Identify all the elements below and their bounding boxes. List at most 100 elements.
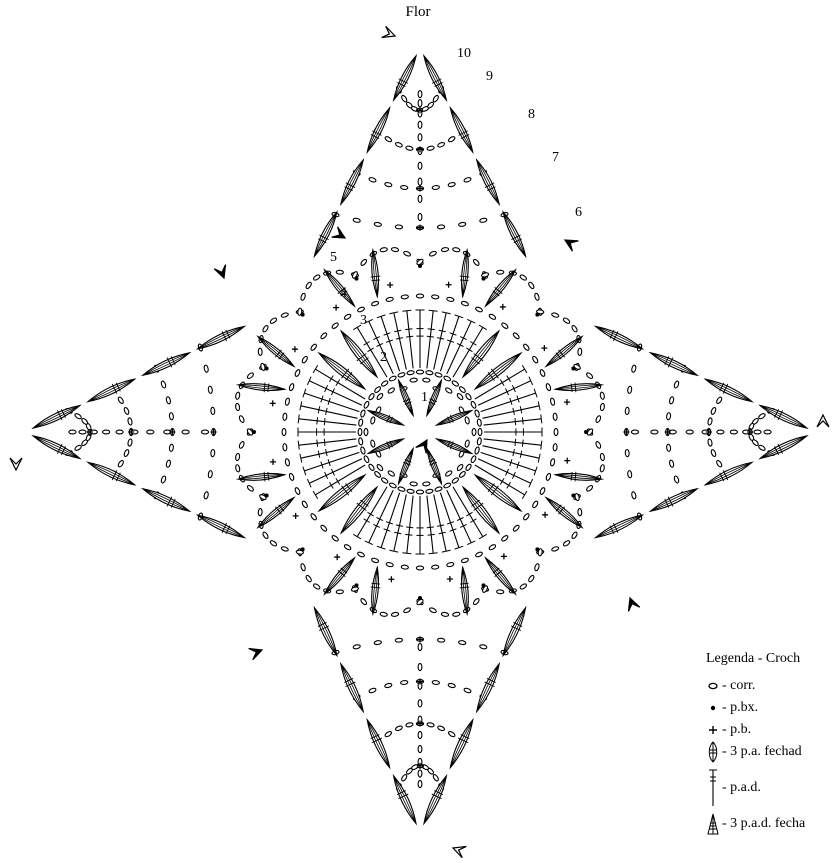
- chain-stitch: [563, 540, 571, 547]
- chain-stitch: [418, 780, 422, 787]
- chain-stitch: [418, 770, 422, 777]
- chain-stitch: [627, 470, 632, 478]
- chain-stitch: [429, 250, 437, 257]
- chain-stitch: [475, 306, 483, 313]
- chain-stitch: [235, 392, 240, 400]
- cluster-3tr-icon: [706, 813, 722, 835]
- chain-stitch: [364, 428, 368, 435]
- chain-stitch: [401, 774, 408, 782]
- legend-label-chain: - corr.: [722, 678, 755, 694]
- single-crochet-mark: [270, 400, 276, 406]
- chain-stitch: [386, 562, 394, 567]
- chain-stitch: [403, 607, 411, 614]
- chain-stitch: [300, 563, 306, 571]
- chain-stitch: [246, 372, 254, 380]
- chain-stitch: [418, 121, 422, 128]
- cluster-stitch: [758, 401, 809, 433]
- chain-stitch: [281, 312, 289, 318]
- single-crochet-mark: [500, 304, 506, 310]
- chain-stitch: [710, 449, 716, 457]
- chain-stitch: [360, 409, 366, 417]
- start-arrow: [214, 265, 229, 280]
- slip-stitch-mark: [354, 583, 358, 587]
- chain-stitch: [472, 598, 480, 606]
- chain-stitch: [294, 369, 301, 377]
- chain-stitch: [406, 767, 414, 775]
- cluster-3dc-icon: [706, 741, 722, 763]
- single-crochet-mark: [542, 512, 548, 518]
- chain-stitch: [281, 546, 289, 552]
- cluster-stitch: [389, 54, 421, 103]
- slip-stitch-mark: [482, 277, 486, 281]
- chain-stitch: [422, 378, 430, 383]
- cluster-stitch: [395, 379, 417, 417]
- chain-stitch: [418, 195, 422, 202]
- chain-stitch: [426, 489, 434, 494]
- chain-stitch: [238, 415, 245, 423]
- chain-stitch: [443, 375, 451, 382]
- chain-stitch: [285, 398, 290, 406]
- chain-stitch: [431, 295, 439, 300]
- chain-stitch: [401, 95, 408, 103]
- chain-stitch: [448, 683, 456, 688]
- slip-stitch-mark: [571, 366, 575, 370]
- chain-stitch: [289, 383, 295, 391]
- chain-stitch: [282, 428, 286, 435]
- chain-stitch: [289, 473, 295, 481]
- start-arrow-outline: [451, 842, 466, 857]
- diagram-title: Flor: [0, 4, 836, 21]
- chain-stitch: [363, 455, 370, 463]
- chain-stitch: [320, 332, 328, 340]
- chain-stitch: [427, 101, 435, 109]
- chain-stitch: [117, 460, 124, 468]
- chain-stitch: [374, 386, 382, 394]
- legend-label-treble-crochet: - p.a.d.: [722, 780, 761, 796]
- chain-stitch: [123, 407, 129, 415]
- chain-stitch: [479, 218, 487, 223]
- chain-stitch: [625, 449, 629, 456]
- chain-stitch: [387, 470, 395, 477]
- chain-stitch: [397, 486, 405, 492]
- chain-stitch: [475, 551, 483, 558]
- chain-stitch: [452, 612, 460, 617]
- chain-stitch: [79, 430, 86, 434]
- chain-stitch: [571, 325, 578, 333]
- chain-stitch: [459, 386, 467, 394]
- chain-stitch: [391, 247, 399, 252]
- chain-stitch: [432, 774, 439, 782]
- single-crochet-mark: [333, 305, 339, 311]
- legend-label-cluster-3tr: - 3 p.a.d. fecha: [722, 816, 805, 832]
- cluster-stitch: [362, 718, 394, 770]
- slip-stitch-mark: [301, 547, 305, 551]
- chain-stitch: [666, 444, 671, 452]
- chain-stitch: [631, 430, 638, 434]
- slip-stitch-mark: [482, 583, 486, 587]
- slip-stitch-mark: [535, 547, 539, 551]
- chain-stitch: [160, 475, 166, 483]
- cluster-stitch: [555, 470, 602, 484]
- chain-stitch: [117, 396, 124, 404]
- cluster-stitch: [336, 158, 368, 207]
- single-crochet-mark: [564, 458, 570, 464]
- chain-stitch: [600, 403, 605, 411]
- chain-stitch: [512, 332, 520, 340]
- chain-stitch: [363, 401, 370, 409]
- chain-stitch: [269, 317, 277, 324]
- chain-stitch: [448, 731, 456, 738]
- chain-stitch: [717, 430, 724, 434]
- cluster-stitch: [368, 250, 382, 297]
- chain-stitch: [285, 458, 290, 466]
- chain-stitch: [418, 178, 422, 185]
- chain-stitch: [458, 222, 466, 227]
- chain-stitch: [437, 142, 445, 148]
- round-number-8: 8: [528, 107, 535, 122]
- chain-stitch: [669, 396, 674, 404]
- chain-stitch: [434, 486, 442, 492]
- chain-stitch: [578, 348, 582, 355]
- chain-stitch: [211, 449, 215, 456]
- chain-stitch: [400, 680, 408, 685]
- chain-stitch: [625, 407, 629, 414]
- chain-stitch: [182, 430, 189, 434]
- chain-stitch: [384, 731, 392, 738]
- chain-stitch: [478, 428, 482, 435]
